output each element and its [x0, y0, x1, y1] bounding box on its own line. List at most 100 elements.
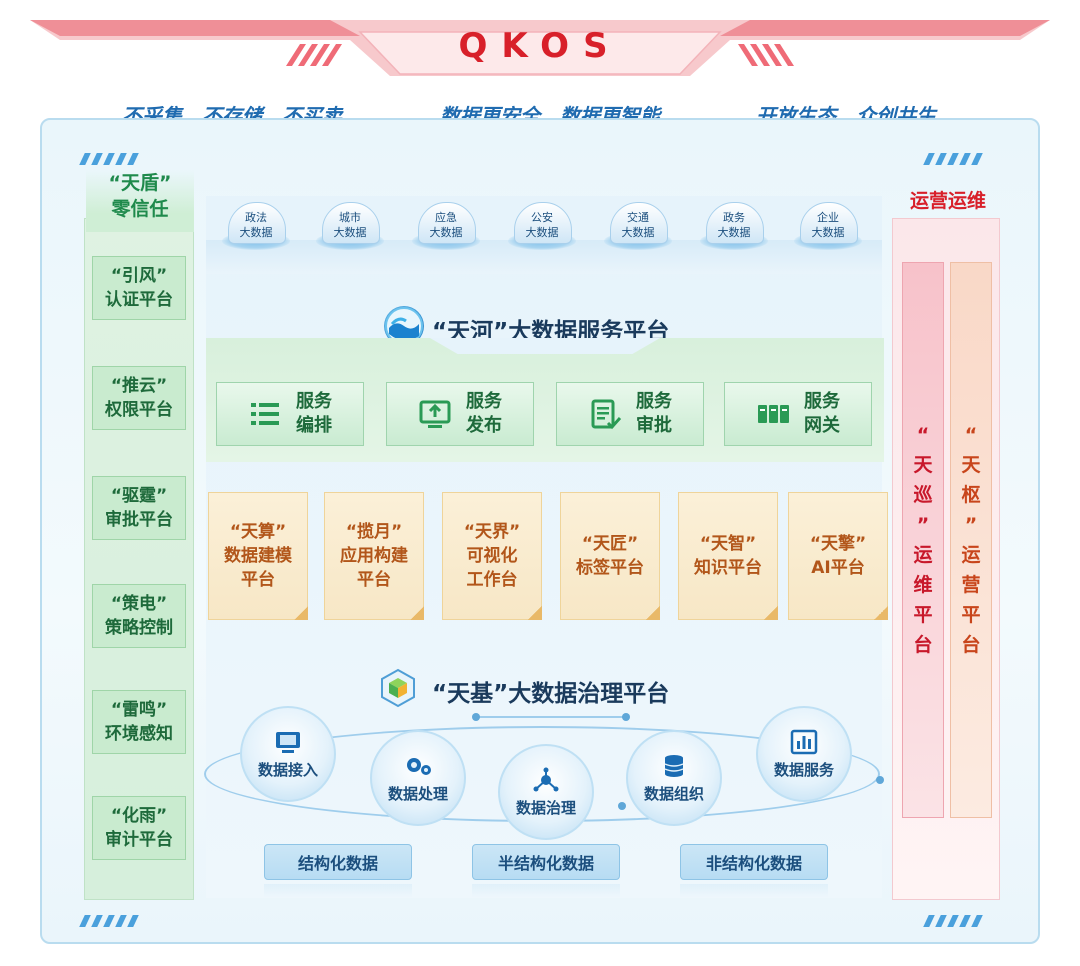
big-data-suffix: 大数据: [621, 226, 655, 239]
tool-name: “天算”: [229, 522, 287, 542]
tool-desc-2: 平台: [357, 570, 391, 590]
service-label-line2: 审批: [636, 415, 672, 436]
tool-app-builder: “揽月” 应用构建 平台: [324, 492, 424, 620]
ops-char: 巡: [913, 484, 933, 506]
big-data-name: 政法: [245, 211, 267, 224]
data-type-structured: 结构化数据: [264, 844, 412, 880]
big-data-enterprise: 企业大数据: [794, 202, 862, 250]
tool-desc: 应用构建: [340, 546, 408, 566]
tool-desc-2: 工作台: [466, 570, 518, 590]
gov-label: 数据服务: [773, 760, 834, 779]
tool-desc: 可视化: [466, 546, 518, 566]
big-data-traffic: 交通大数据: [604, 202, 672, 250]
ops-char: 枢: [961, 484, 981, 506]
security-item-name: “雷鸣”: [110, 700, 168, 720]
big-data-name: 应急: [435, 211, 457, 224]
big-data-suffix: 大数据: [429, 226, 463, 239]
data-import-icon: [276, 731, 300, 753]
service-orchestration: 服务编排: [216, 382, 364, 446]
security-item-name: “推云”: [110, 376, 168, 396]
security-item-name: “策电”: [110, 594, 168, 614]
security-item-desc: 环境感知: [105, 724, 173, 744]
big-data-police: 公安大数据: [508, 202, 576, 250]
data-type-unstructured: 非结构化数据: [680, 844, 828, 880]
security-item-desc: 审批平台: [105, 510, 173, 530]
ops-char: 运: [913, 544, 933, 566]
tool-desc: AI平台: [811, 558, 865, 578]
frame-dash-decoration: [923, 150, 986, 165]
big-data-name: 交通: [627, 211, 649, 224]
service-approval: 服务审批: [556, 382, 704, 446]
big-data-name: 公安: [531, 211, 553, 224]
gov-label: 数据治理: [515, 798, 576, 817]
security-item-environment: “雷鸣” 环境感知: [92, 690, 186, 754]
security-item-permission: “推云” 权限平台: [92, 366, 186, 430]
service-label-line2: 网关: [804, 415, 840, 436]
ops-platform-tianshu: “ 天 枢 ” 运 营 平 台: [950, 262, 992, 818]
cube-logo-icon: [381, 668, 415, 708]
big-data-name: 企业: [817, 211, 839, 224]
data-type-semi-structured: 半结构化数据: [472, 844, 620, 880]
ops-char: 维: [913, 574, 933, 596]
security-item-desc: 策略控制: [105, 618, 173, 638]
gov-label: 数据组织: [643, 784, 704, 803]
frame-dash-decoration: [79, 150, 142, 165]
tool-ai: “天擎” AI平台: [788, 492, 888, 620]
database-icon: [664, 754, 684, 777]
ops-platform-tianxun: “ 天 巡 ” 运 维 平 台: [902, 262, 944, 818]
service-gateway: 服务网关: [724, 382, 872, 446]
bar-chart-icon: [790, 729, 818, 754]
publish-icon: [419, 400, 451, 428]
ops-char: 营: [961, 574, 981, 596]
security-column-title: “天盾” 零信任: [86, 170, 194, 232]
network-icon: [533, 767, 559, 791]
security-title-line1: “天盾”: [108, 172, 172, 194]
ops-char: 天: [913, 454, 933, 476]
data-pill-reflection: [472, 884, 620, 898]
big-data-name: 政务: [723, 211, 745, 224]
data-pill-reflection: [264, 884, 412, 898]
security-item-name: “驱霆”: [110, 486, 168, 506]
tool-name: “揽月”: [345, 522, 403, 542]
security-item-auth: “引风” 认证平台: [92, 256, 186, 320]
frame-dash-decoration: [923, 912, 986, 927]
tool-tagging: “天匠” 标签平台: [560, 492, 660, 620]
big-data-government: 政务大数据: [700, 202, 768, 250]
gov-data-import: 数据接入: [240, 706, 336, 802]
ops-char: 平: [913, 604, 933, 626]
big-data-name: 城市: [339, 211, 361, 224]
gov-label: 数据接入: [257, 760, 318, 779]
big-data-suffix: 大数据: [811, 226, 845, 239]
ops-char: “: [916, 424, 930, 446]
gov-data-organization: 数据组织: [626, 730, 722, 826]
ops-char: 运: [961, 544, 981, 566]
page-title: QKOS: [458, 26, 622, 66]
tool-desc: 知识平台: [694, 558, 762, 578]
security-title-line2: 零信任: [111, 198, 169, 220]
gov-data-processing: 数据处理: [370, 730, 466, 826]
ops-char: 台: [961, 634, 981, 656]
ops-char: 天: [961, 454, 981, 476]
list-icon: [251, 403, 279, 425]
service-label-line2: 编排: [296, 415, 332, 436]
ops-char: “: [964, 424, 978, 446]
security-item-desc: 认证平台: [105, 290, 173, 310]
big-data-suffix: 大数据: [239, 226, 273, 239]
security-item-name: “化雨”: [110, 806, 168, 826]
ops-char: 平: [961, 604, 981, 626]
tool-desc-2: 平台: [241, 570, 275, 590]
tool-visualization: “天界” 可视化 工作台: [442, 492, 542, 620]
tool-desc: 数据建模: [224, 546, 292, 566]
ops-char: ”: [916, 514, 930, 536]
gears-icon: [407, 757, 431, 775]
service-publish: 服务发布: [386, 382, 534, 446]
approval-icon: [591, 399, 622, 430]
tool-desc: 标签平台: [576, 558, 644, 578]
big-data-emergency: 应急大数据: [412, 202, 480, 250]
frame-dash-decoration: [79, 912, 142, 927]
service-band-notch: [430, 338, 660, 354]
security-item-audit: “化雨” 审计平台: [92, 796, 186, 860]
security-item-name: “引风”: [110, 266, 168, 286]
orbit-dot: [876, 776, 884, 784]
big-data-city: 城市大数据: [316, 202, 384, 250]
